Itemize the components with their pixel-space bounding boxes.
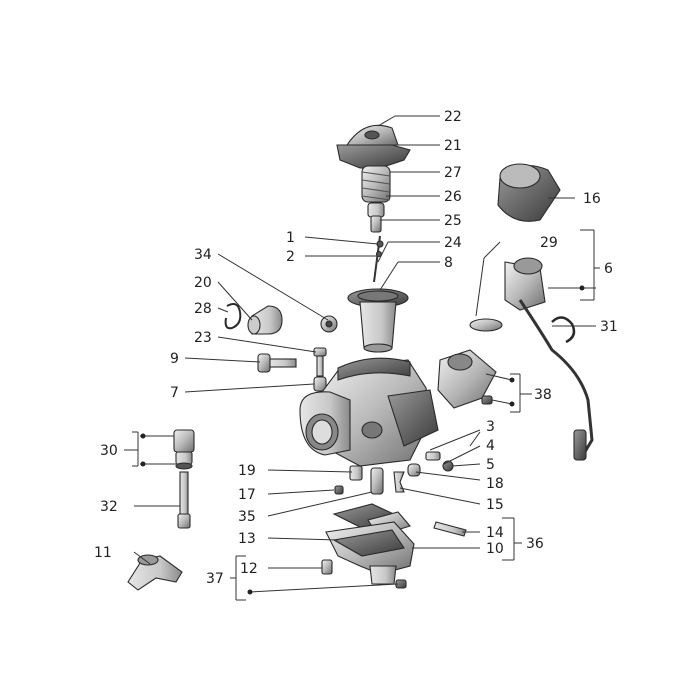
- callout-3: 3: [486, 419, 495, 435]
- callout-15: 15: [486, 497, 504, 513]
- part-rubber-sleeve-16: [497, 163, 561, 222]
- callout-29: 29: [540, 235, 558, 251]
- part-intake-38: [437, 349, 497, 409]
- part-piston-30: [173, 429, 195, 470]
- part-bolt-9: [257, 353, 297, 373]
- part-top-cover: [336, 124, 411, 169]
- part-retainer: [367, 202, 385, 233]
- bracket-dots: [140, 285, 585, 595]
- part-cap-18: [407, 463, 421, 477]
- callout-20: 20: [194, 275, 212, 291]
- part-needle-valve-15: [393, 471, 405, 493]
- callout-37: 37: [206, 571, 224, 587]
- part-fitting-11: [127, 554, 183, 591]
- callout-1: 1: [286, 230, 295, 246]
- callout-5: 5: [486, 457, 495, 473]
- callout-36: 36: [526, 536, 544, 552]
- part-spring: [361, 165, 391, 203]
- callout-38: 38: [534, 387, 552, 403]
- callout-12: 12: [240, 561, 258, 577]
- callout-26: 26: [444, 189, 462, 205]
- part-pin-14: [433, 521, 467, 537]
- callout-11: 11: [94, 545, 112, 561]
- callout-35: 35: [238, 509, 256, 525]
- part-diaphragm-slide: [347, 288, 409, 353]
- leader-lines: [124, 115, 600, 601]
- callout-27: 27: [444, 165, 462, 181]
- callout-32: 32: [100, 499, 118, 515]
- part-screw-23: [313, 347, 327, 377]
- part-carburetor-body: [299, 357, 439, 467]
- part-choke-assembly: [469, 257, 594, 461]
- part-washer: [320, 315, 338, 333]
- callout-9: 9: [170, 351, 179, 367]
- part-screw-12: [321, 559, 333, 575]
- part-needle: [373, 235, 384, 283]
- callout-13: 13: [238, 531, 256, 547]
- callout-34: 34: [194, 247, 212, 263]
- part-screw-3: [425, 451, 441, 461]
- callout-28: 28: [194, 301, 212, 317]
- callout-24: 24: [444, 235, 462, 251]
- callout-2: 2: [286, 249, 295, 265]
- callout-14: 14: [486, 525, 504, 541]
- part-clip: [224, 303, 242, 330]
- callout-16: 16: [583, 191, 601, 207]
- part-float-bowl: [325, 521, 415, 585]
- callout-7: 7: [170, 385, 179, 401]
- callout-18: 18: [486, 476, 504, 492]
- part-jet-17: [334, 485, 344, 495]
- callout-31: 31: [600, 319, 618, 335]
- part-jet-19: [349, 465, 363, 481]
- callout-17: 17: [238, 487, 256, 503]
- callout-21: 21: [444, 138, 462, 154]
- part-spring-35: [370, 467, 384, 495]
- callout-23: 23: [194, 330, 212, 346]
- callout-10: 10: [486, 541, 504, 557]
- part-sleeve: [247, 305, 283, 335]
- part-clamp-31: [551, 316, 576, 344]
- callout-22: 22: [444, 109, 462, 125]
- callout-19: 19: [238, 463, 256, 479]
- callout-6: 6: [604, 261, 613, 277]
- callout-8: 8: [444, 255, 453, 271]
- callout-labels: 22 21 27 26 25 24 1 2 8 34 20 28 23 9 7 …: [94, 109, 618, 587]
- callout-30: 30: [100, 443, 118, 459]
- callout-25: 25: [444, 213, 462, 229]
- callout-4: 4: [486, 438, 495, 454]
- part-rod-32: [177, 471, 191, 529]
